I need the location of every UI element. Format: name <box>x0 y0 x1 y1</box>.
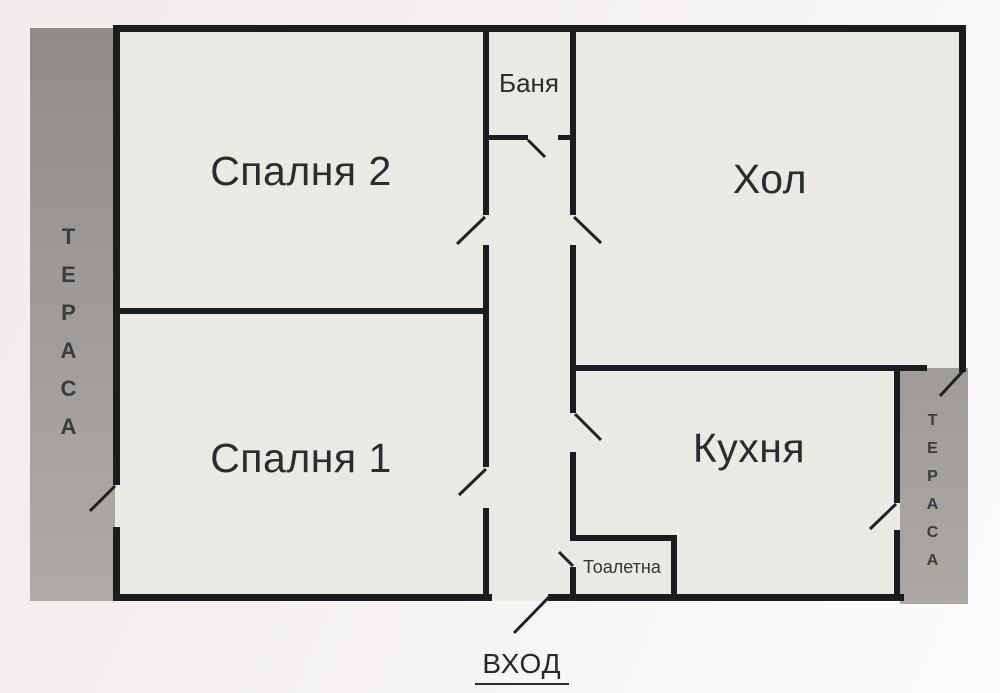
room-label-bedroom2: Спалня 2 <box>210 148 392 194</box>
door-entrance <box>512 595 551 635</box>
door-bedroom2 <box>455 215 487 246</box>
wall-bottom-left <box>113 594 492 601</box>
wall-corridor-right-lower <box>570 452 576 538</box>
door-hall <box>572 215 603 245</box>
wall-bedroom-divider <box>113 308 489 314</box>
door-kitchen-terrace <box>868 502 898 531</box>
door-bedroom1-terrace <box>88 484 117 513</box>
wall-corridor-right-upper <box>570 25 576 215</box>
wall-toilet-top <box>570 535 677 541</box>
room-label-kitchen: Кухня <box>692 425 806 471</box>
entrance-label: ВХОД <box>475 650 569 685</box>
terrace-left-area <box>30 28 115 601</box>
terrace-right-label: ТЕРАСА <box>924 412 941 580</box>
room-label-toilet: Тоалетна <box>583 557 661 577</box>
terrace-right-area <box>900 368 968 604</box>
terrace-left-label: ТЕРАСА <box>56 224 81 452</box>
wall-corridor-left-mid <box>483 245 489 467</box>
wall-corridor-right-mid <box>570 245 576 413</box>
room-label-bathroom: Баня <box>499 68 559 98</box>
door-bathroom <box>526 138 547 159</box>
room-label-bedroom1: Спалня 1 <box>210 435 392 481</box>
door-toilet <box>557 550 575 568</box>
wall-corridor-left-lower <box>483 508 489 601</box>
wall-hall-kitchen-divider <box>570 365 927 371</box>
wall-left-upper <box>113 25 120 485</box>
room-label-hall: Хол <box>732 156 808 202</box>
wall-right <box>959 25 966 372</box>
wall-toilet-right <box>671 535 677 601</box>
wall-bathroom-stub <box>558 135 576 140</box>
wall-corridor-left-upper <box>483 25 489 215</box>
wall-top <box>113 25 966 32</box>
wall-kitchen-right-lower <box>894 530 900 601</box>
wall-kitchen-right-upper <box>894 365 900 503</box>
door-hall-terrace <box>938 369 965 398</box>
wall-corridor-right-bottom <box>570 567 576 601</box>
wall-left-lower <box>113 527 120 601</box>
wall-bottom-right <box>548 594 904 601</box>
entrance-label-wrap: ВХОД <box>442 650 602 685</box>
wall-bathroom-ledge <box>483 135 528 140</box>
door-bedroom1 <box>457 467 488 497</box>
door-kitchen <box>573 412 603 442</box>
